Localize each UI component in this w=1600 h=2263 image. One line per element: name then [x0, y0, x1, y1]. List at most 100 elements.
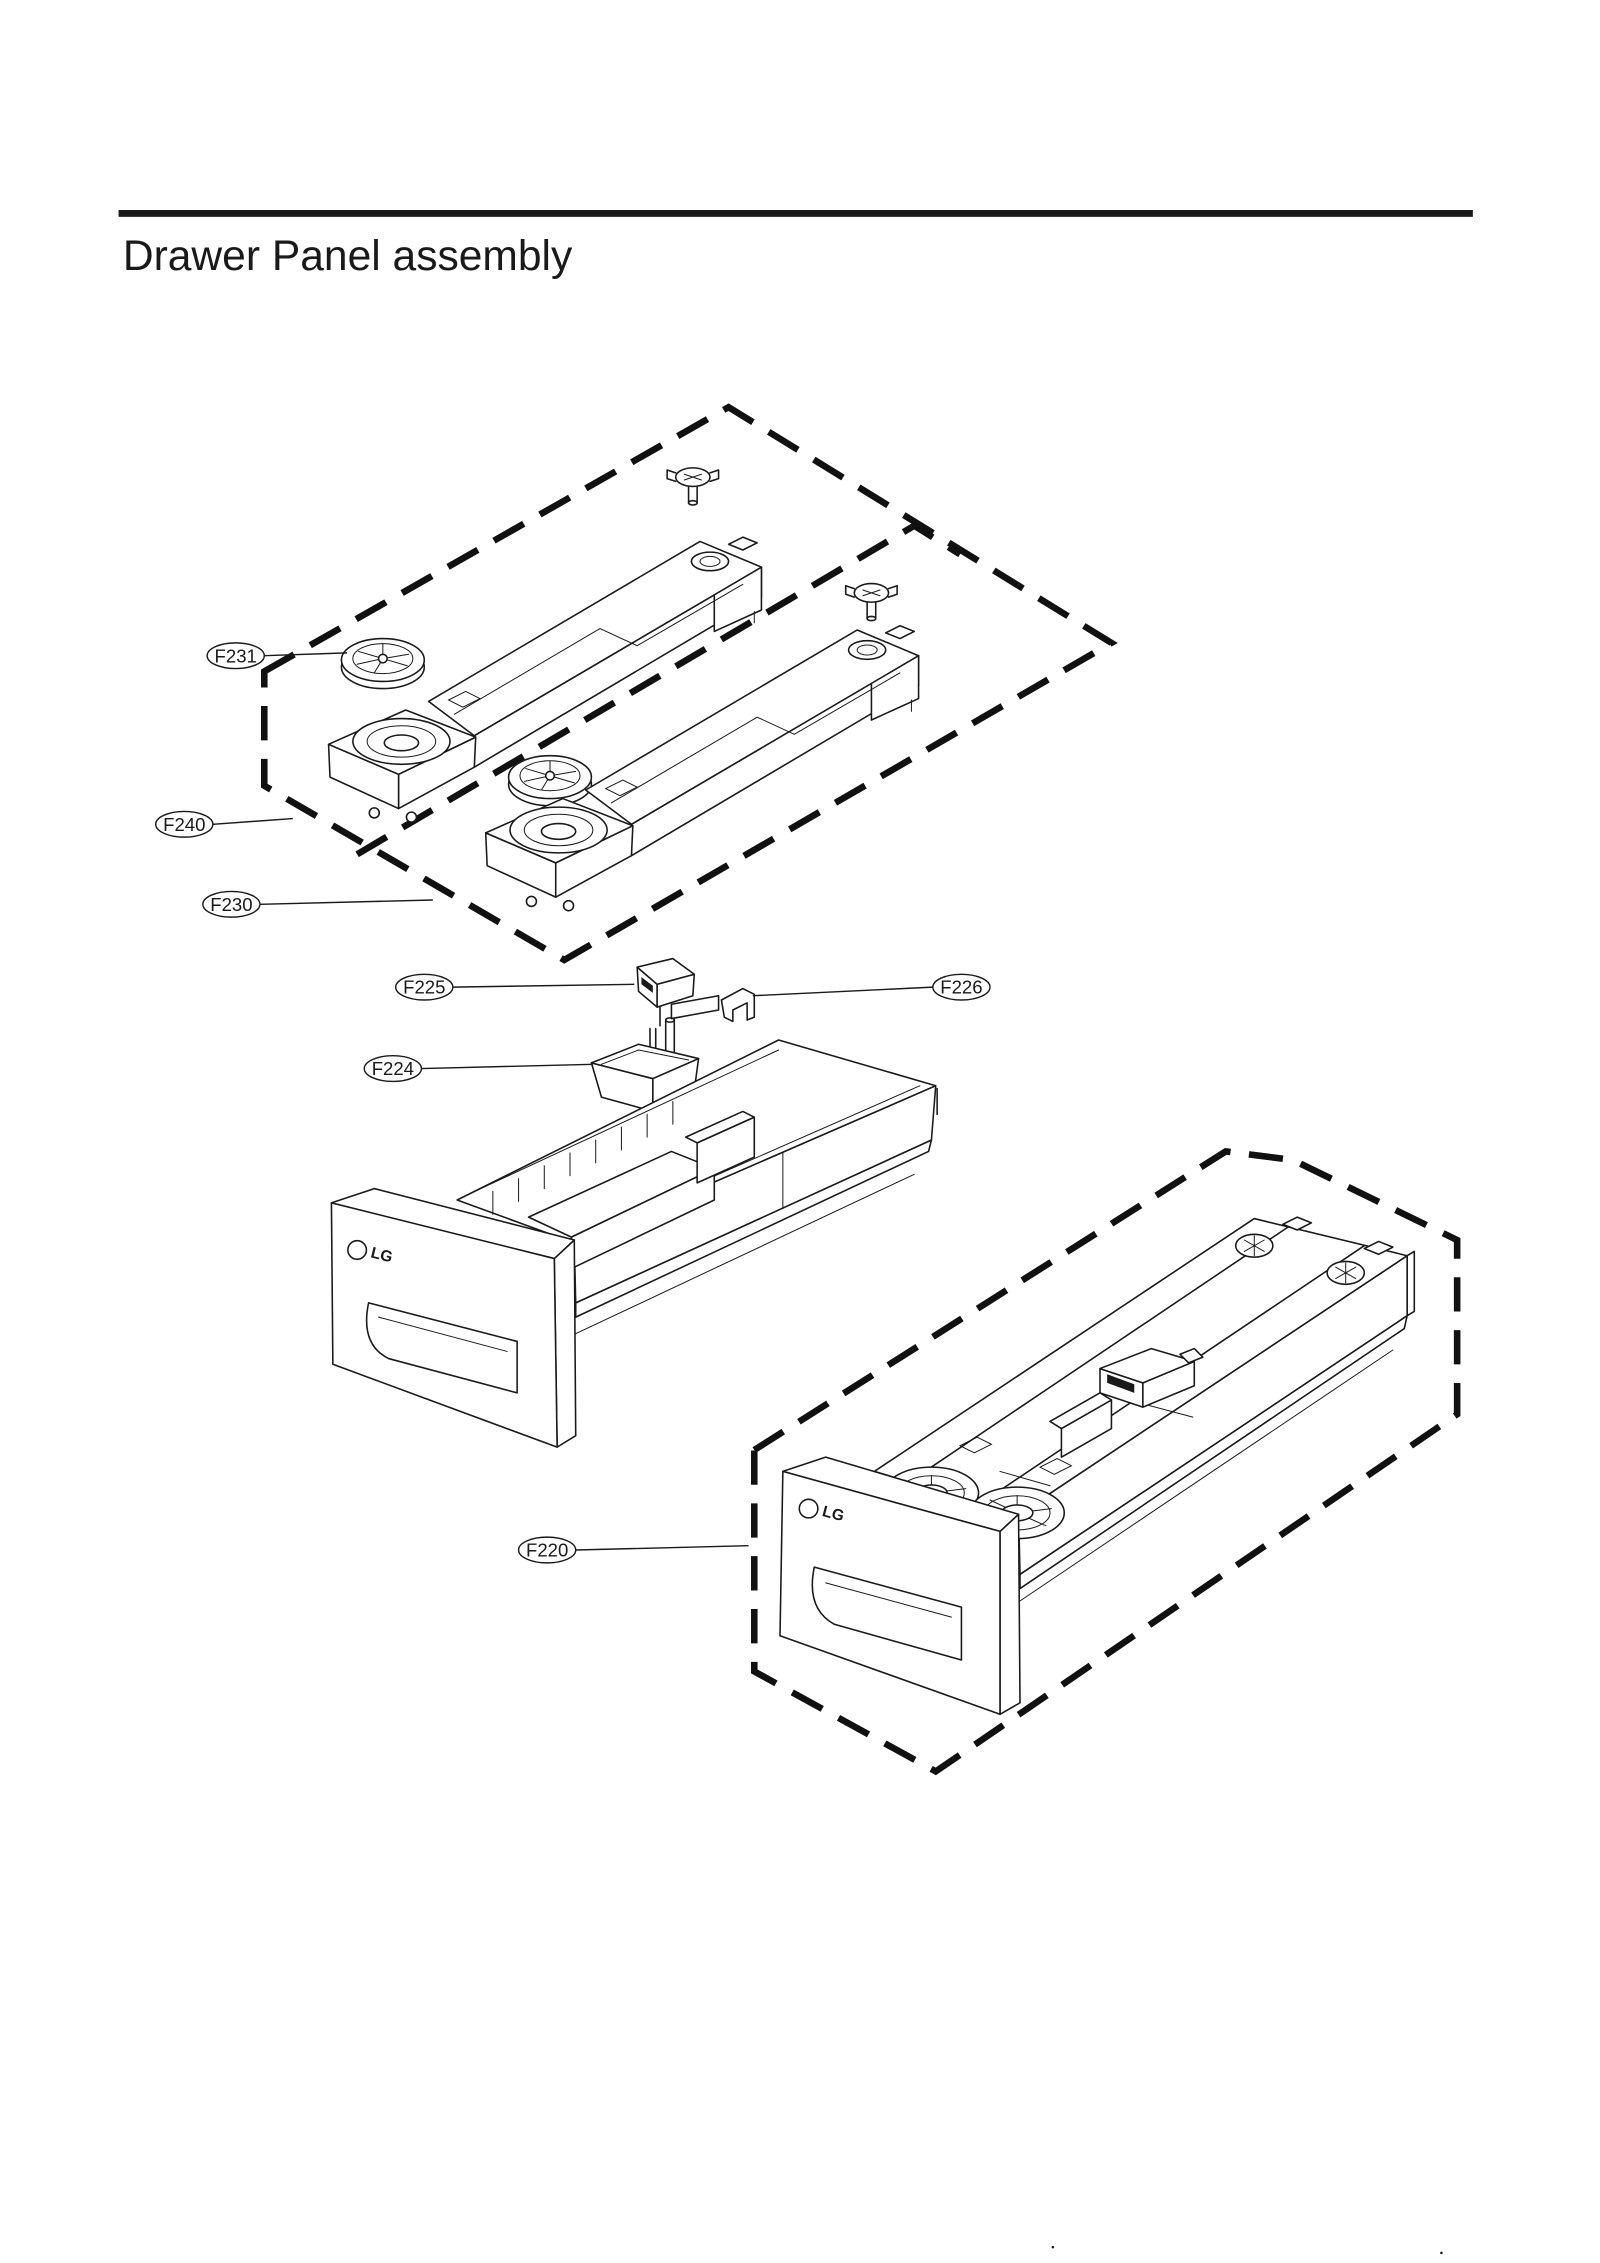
- assembled-tray-end-face: [1406, 1250, 1416, 1317]
- dispenser-knob: [666, 467, 720, 506]
- assembled-label-pad: [958, 1436, 993, 1454]
- assembled-tray-bottom-line: [1016, 1349, 1394, 1604]
- clip-f226: [720, 987, 756, 1023]
- callout-f225: F225: [395, 973, 635, 1001]
- panel-handle-recess: [365, 1302, 518, 1394]
- callout-f231: F231: [206, 642, 348, 670]
- bar-step-lines: [453, 583, 744, 715]
- callout-label: F225: [403, 977, 445, 998]
- assembled-knob: [1234, 1233, 1274, 1258]
- bar-foot-wheel: [368, 807, 381, 819]
- knob-cross: [683, 473, 702, 481]
- assembled-label-pad: [1038, 1458, 1073, 1475]
- tray-partition-top: [684, 1110, 756, 1144]
- stray-print-mark: [1440, 2251, 1443, 2255]
- assembled-knob-second: [1326, 1260, 1366, 1286]
- knob-tabs: [666, 469, 720, 483]
- panel-side-face: [553, 1239, 577, 1448]
- callout-label: F224: [372, 1058, 414, 1079]
- assembled-lg-logo-text: LG: [820, 1503, 845, 1525]
- dispenser-cap-front: [507, 754, 593, 807]
- assembled-cover: [1099, 1347, 1204, 1408]
- assembled-knob-star: [1243, 1235, 1265, 1257]
- bar-end-cup: [690, 551, 730, 572]
- assembled-cover-bracket: [1179, 1347, 1204, 1364]
- assembled-end-tab: [1282, 1216, 1313, 1231]
- cover-top: [636, 957, 696, 986]
- dashed-group-boundaries: [261, 403, 1461, 1776]
- callout-leader: [575, 1545, 749, 1551]
- dispenser-bar: [327, 536, 763, 823]
- assembled-drawer: LG: [779, 1216, 1416, 1716]
- callout-ring: [202, 890, 261, 918]
- callout-label: F231: [215, 645, 257, 666]
- callout-f220: F220: [517, 1536, 749, 1564]
- lg-logo-text: LG: [369, 1245, 394, 1267]
- callout-label: F240: [163, 814, 205, 835]
- drawer-housing-parts: LG: [330, 957, 938, 1448]
- assembled-panel-handle-inner-line: [825, 1582, 952, 1618]
- callout-f226: F226: [752, 973, 991, 1001]
- bar-label-pad: [447, 690, 482, 708]
- assembled-front-panel: LG: [779, 1456, 1021, 1716]
- upper-assembly-dashed-divider: [355, 521, 962, 858]
- assembled-lg-logo-mark: [798, 1498, 819, 1519]
- callout-ring: [363, 1055, 423, 1083]
- siphon-cup-inner-rim: [600, 1049, 690, 1065]
- upper-dispenser-parts: [327, 467, 920, 912]
- knob-stem-end: [687, 499, 698, 506]
- tray-ribs: [492, 1100, 674, 1215]
- bowl-drain: [383, 734, 420, 752]
- assembled-cover-label: [1107, 1374, 1135, 1393]
- tray-bottom-rail-line: [570, 1173, 915, 1337]
- callout-label: F220: [526, 1540, 568, 1561]
- bar-end-cup-inner: [699, 555, 721, 567]
- callout-leader: [212, 817, 293, 825]
- siphon-cup-top: [590, 1043, 700, 1080]
- callout-leader: [452, 983, 635, 988]
- cap-inner-ring: [352, 643, 414, 675]
- cap-hub: [377, 653, 388, 664]
- callout-leader: [259, 899, 433, 905]
- bar-top-face: [427, 540, 763, 737]
- panel-handle-inner-line: [378, 1316, 508, 1352]
- bar-end-tab: [727, 536, 758, 551]
- callout-ring: [395, 973, 454, 1001]
- upper-assembly-dashed-boundary: [261, 403, 1118, 964]
- page-title: Drawer Panel assembly: [123, 232, 573, 280]
- dispenser-cap: [340, 637, 426, 690]
- bar-foot-wheel: [405, 811, 418, 823]
- callout-leader: [421, 1063, 593, 1070]
- header-rule: [118, 210, 1473, 217]
- lg-logo-mark: [347, 1239, 368, 1261]
- cover-f225: [636, 957, 696, 1027]
- cap-spokes: [356, 643, 410, 674]
- dispenser-knob-front: [844, 582, 898, 622]
- callout-label: F230: [210, 894, 252, 915]
- assembled-end-tab: [1363, 1240, 1394, 1256]
- callout-f240: F240: [155, 810, 293, 838]
- callout-ring: [155, 810, 214, 838]
- callout-label: F226: [940, 977, 982, 998]
- callout-leader: [752, 986, 933, 997]
- assembled-compartment: [1049, 1392, 1113, 1458]
- drawer-tray: [456, 1039, 938, 1337]
- callout-ring: [517, 1536, 577, 1564]
- assembled-cover-top: [1099, 1347, 1196, 1384]
- callout-ring: [206, 642, 265, 670]
- callout-ring: [932, 973, 991, 1001]
- stray-print-mark: [1051, 2245, 1055, 2249]
- tray-inner-rear-wall: [468, 1049, 780, 1195]
- assembled-panel-handle-recess: [811, 1566, 963, 1661]
- callout-leader: [264, 652, 348, 657]
- cover-label: [641, 977, 653, 993]
- callout-f230: F230: [202, 890, 433, 918]
- assembled-compartment-top: [1049, 1392, 1113, 1430]
- callout-f224: F224: [363, 1055, 593, 1083]
- drawer-front-panel: LG: [330, 1187, 577, 1448]
- part-callouts: F231 F240 F230 F225 F226 F224: [155, 642, 991, 1564]
- connector-pipe: [670, 994, 720, 1020]
- clip-bracket: [720, 987, 756, 1023]
